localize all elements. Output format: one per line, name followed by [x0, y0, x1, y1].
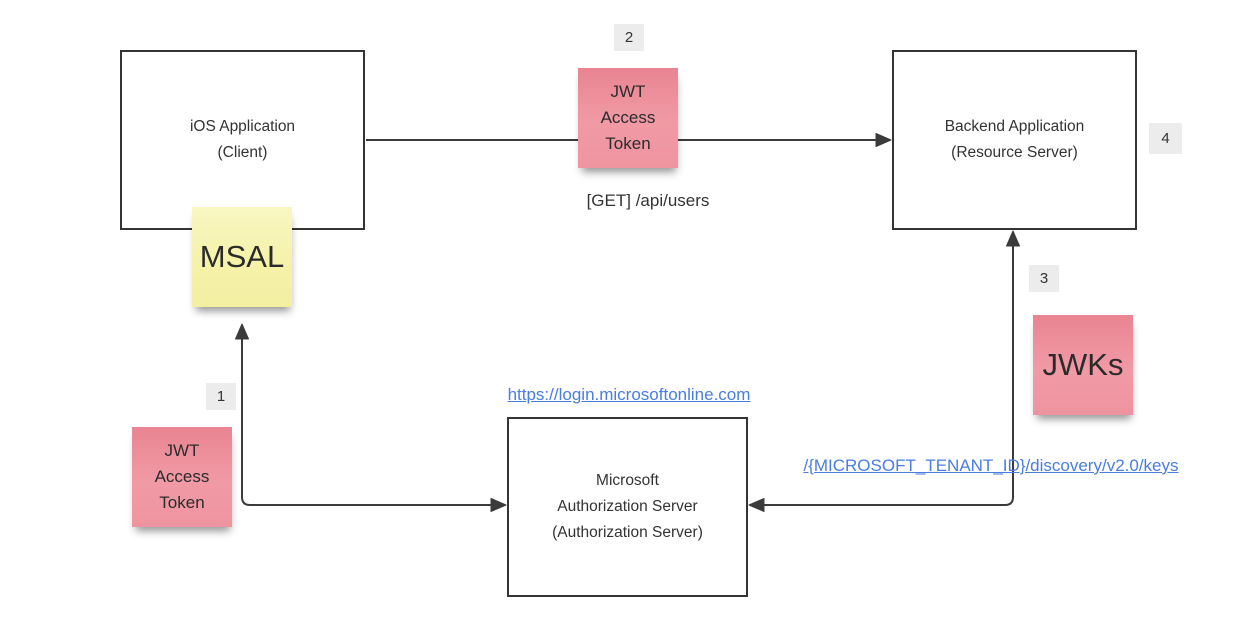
node-ios-application: iOS Application (Client): [120, 50, 365, 230]
sticky-label: JWT Access Token: [154, 441, 210, 512]
auth-server-url-link[interactable]: https://login.microsoftonline.com: [507, 385, 751, 404]
node-microsoft-authorization-server: Microsoft Authorization Server (Authoriz…: [507, 417, 748, 597]
step-badge-4: 4: [1149, 123, 1182, 154]
sticky-label: JWKs: [1042, 347, 1124, 382]
sticky-label: MSAL: [199, 239, 285, 274]
discovery-keys-path-link[interactable]: /{MICROSOFT_TENANT_ID}/discovery/v2.0/ke…: [803, 456, 1179, 475]
arrow-client-auth-server: [235, 323, 507, 512]
node-label: Microsoft Authorization Server (Authoriz…: [552, 472, 703, 541]
sticky-note-jwt-access-token-left: JWT Access Token: [132, 427, 232, 527]
step-badge-1: 1: [206, 383, 236, 410]
sticky-note-msal: MSAL: [192, 207, 292, 307]
sticky-label: JWT Access Token: [600, 82, 656, 153]
node-label: Backend Application (Resource Server): [944, 118, 1085, 161]
node-backend-application: Backend Application (Resource Server): [892, 50, 1137, 230]
sticky-note-jwks: JWKs: [1033, 315, 1133, 415]
sticky-note-jwt-access-token-top: JWT Access Token: [578, 68, 678, 168]
request-label: [GET] /api/users: [586, 191, 710, 210]
step-badge-3: 3: [1029, 265, 1059, 292]
step-badge-2: 2: [614, 24, 644, 51]
arrow-backend-auth-server: [748, 230, 1020, 512]
node-label: iOS Application (Client): [189, 118, 296, 161]
